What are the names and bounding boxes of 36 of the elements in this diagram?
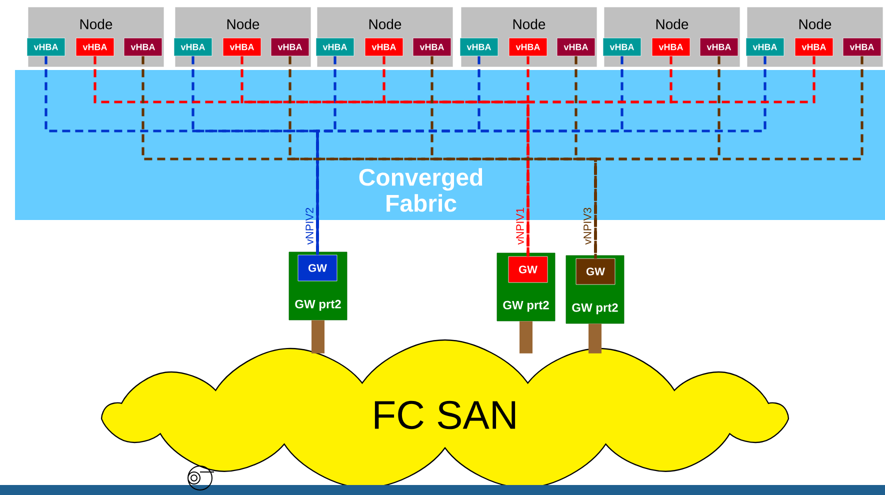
port-box: vHBA [746, 38, 784, 56]
gateway-port-box: GW [576, 258, 616, 285]
port-box: vHBA [794, 38, 834, 56]
port-box: vHBA [508, 38, 548, 56]
port-box: vHBA [270, 38, 310, 56]
port-box: vHBA [700, 38, 738, 56]
dashed-line [526, 56, 816, 256]
port-box: vHBA [222, 38, 262, 56]
port-box: vHBA [76, 38, 114, 56]
port-box: vHBA [652, 38, 690, 56]
edge-label: vNPIV3 [584, 208, 592, 245]
port-box: vHBA [412, 38, 452, 56]
gateway-port-box: GW [298, 254, 338, 282]
fabric-label: Converged Fabric [359, 168, 482, 212]
post [588, 324, 602, 354]
port-box: vHBA [124, 38, 162, 56]
port-box: vHBA [842, 38, 882, 56]
port-box: vHBA [174, 38, 212, 56]
edge-label: vNPIV1 [516, 208, 524, 245]
dashed-line [594, 56, 864, 258]
dashed-line [44, 56, 319, 255]
dashed-line [316, 56, 336, 255]
port-box: vHBA [460, 38, 498, 56]
post [312, 320, 324, 354]
port-box: vHBA [316, 38, 354, 56]
dashed-line [316, 56, 766, 255]
gateway-port-box: GW [508, 256, 548, 283]
port-box: vHBA [26, 38, 66, 56]
edge-label: vNPIV2 [306, 208, 314, 245]
dashed-line [142, 56, 597, 258]
san-cloud: FC SAN [100, 339, 790, 488]
dashed-line [430, 56, 597, 258]
port-box: vHBA [602, 38, 642, 56]
post [520, 321, 532, 354]
port-box: vHBA [556, 38, 596, 56]
port-box: vHBA [364, 38, 404, 56]
